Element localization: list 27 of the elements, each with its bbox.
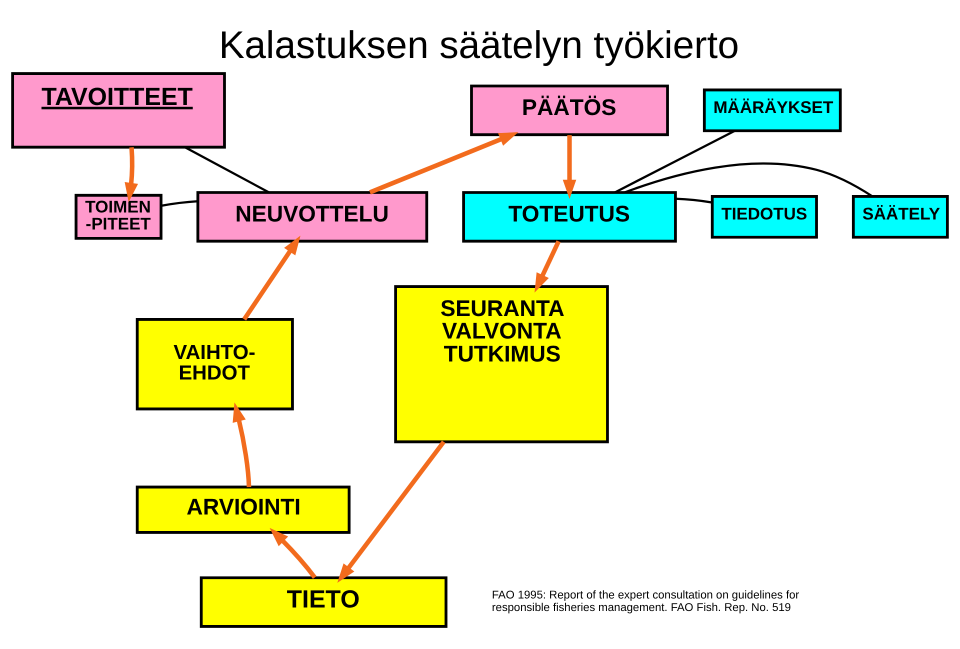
node-box: NEUVOTTELU	[196, 191, 428, 243]
node-box: VAIHTO- EHDOT	[136, 318, 294, 410]
node-box: PÄÄTÖS	[470, 84, 669, 136]
arrow	[534, 240, 561, 293]
arrow	[242, 236, 300, 321]
arrow	[337, 440, 446, 583]
connector	[676, 198, 712, 204]
arrow	[232, 402, 252, 488]
node-box: SEURANTA VALVONTA TUTKIMUS	[394, 285, 609, 444]
connector	[161, 200, 198, 207]
arrow	[562, 135, 576, 200]
node-box: MÄÄRÄYKSET	[702, 88, 842, 132]
node-box: TIEDOTUS	[710, 195, 818, 239]
connector	[184, 146, 270, 194]
node-box: TOTEUTUS	[462, 191, 677, 243]
arrow	[270, 528, 317, 579]
node-box: TAVOITTEET	[11, 72, 226, 149]
node-box: ARVIOINTI	[136, 486, 351, 534]
node-box: TIETO	[200, 576, 448, 628]
node-box: SÄÄTELY	[852, 195, 949, 239]
label: FAO 1995: Report of the expert consultation on guidelines for responsible fisheries management. FAO Fish. Rep. No. 519	[492, 590, 800, 614]
node-box: TOIMEN -PITEET	[74, 194, 162, 240]
arrow	[124, 147, 138, 202]
connector	[614, 130, 736, 194]
connector	[624, 162, 874, 198]
diagram-title: Kalastuksen säätelyn työkierto	[218, 24, 740, 67]
arrow	[369, 132, 518, 194]
